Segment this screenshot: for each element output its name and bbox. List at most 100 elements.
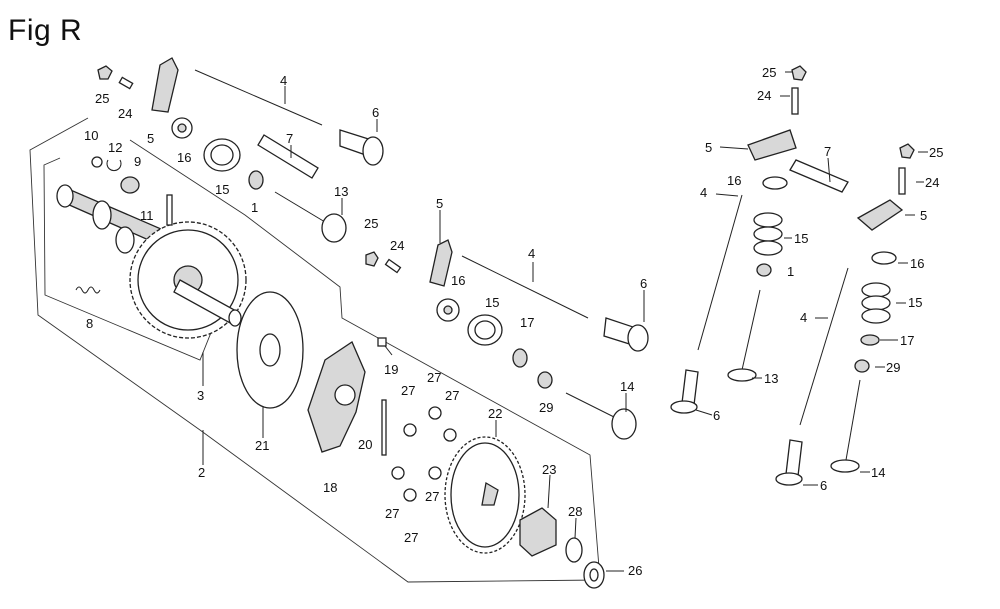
center-valve-train xyxy=(365,239,649,440)
callout-label: 18 xyxy=(323,480,337,495)
callout-label: 7 xyxy=(824,144,831,159)
callout-label: 13 xyxy=(764,371,778,386)
rocker-arm-center xyxy=(429,239,453,287)
spring-retainer-center xyxy=(436,298,460,322)
callout-label: 21 xyxy=(255,438,269,453)
spring-retainer-right-top xyxy=(762,176,788,190)
callout-label: 27 xyxy=(401,383,415,398)
callout-label: 4 xyxy=(800,310,807,325)
valve-seal-center xyxy=(512,348,528,368)
tappet-right-b xyxy=(775,439,803,486)
callout-label: 26 xyxy=(628,563,642,578)
callout-label: 20 xyxy=(358,437,372,452)
callout-label: 16 xyxy=(177,150,191,165)
valve-spring-center xyxy=(467,314,503,346)
gear-pin xyxy=(166,194,173,226)
stud-24-top-left xyxy=(118,76,134,90)
figure-title: Fig R xyxy=(8,14,83,47)
callout-label: 28 xyxy=(568,504,582,519)
callout-label: 4 xyxy=(528,246,535,261)
spring-retainer-top-left xyxy=(171,117,193,139)
leader-lines xyxy=(202,71,928,572)
right-valve-train xyxy=(670,65,915,486)
callout-label: 13 xyxy=(334,184,348,199)
small-parts-9-10-12 xyxy=(91,156,140,194)
callout-label: 6 xyxy=(372,105,379,120)
washer-28 xyxy=(565,537,583,563)
governor-shaft-20 xyxy=(381,399,387,456)
callout-label: 27 xyxy=(445,388,459,403)
callout-label: 10 xyxy=(84,128,98,143)
callout-label: 6 xyxy=(820,478,827,493)
callout-label: 2 xyxy=(198,465,205,480)
gear-hub-23 xyxy=(519,507,557,557)
governor-weight-holder xyxy=(307,341,366,453)
decompressor-spring xyxy=(75,286,101,294)
callout-label: 15 xyxy=(215,182,229,197)
stud-24-right xyxy=(898,167,906,195)
left-valve-train xyxy=(97,57,384,243)
valve-right-13 xyxy=(727,289,761,382)
callout-label: 29 xyxy=(539,400,553,415)
callout-label: 12 xyxy=(108,140,122,155)
washer-26 xyxy=(583,561,605,589)
callout-label: 23 xyxy=(542,462,556,477)
valve-cotter-right-a xyxy=(756,263,772,277)
balls-27 xyxy=(391,406,457,502)
callout-label: 16 xyxy=(727,173,741,188)
valve-cotter-right-b xyxy=(854,359,870,373)
callout-label: 17 xyxy=(520,315,534,330)
valve-right-14 xyxy=(830,379,861,473)
callout-label: 24 xyxy=(925,175,939,190)
callout-label: 24 xyxy=(118,106,132,121)
pushrod-center xyxy=(461,255,589,319)
nut-25-right xyxy=(899,143,915,159)
tappet-right-a xyxy=(670,369,699,414)
rocker-arm-right-top xyxy=(747,129,797,161)
callout-label: 5 xyxy=(147,131,154,146)
callout-label: 19 xyxy=(384,362,398,377)
valve-cotter-top-left xyxy=(248,170,264,190)
callout-label: 16 xyxy=(910,256,924,271)
callout-label: 16 xyxy=(451,273,465,288)
callout-label: 15 xyxy=(794,231,808,246)
tappet-center xyxy=(603,317,649,352)
stud-24-right-top xyxy=(791,87,799,115)
callout-label: 5 xyxy=(920,208,927,223)
callout-label: 25 xyxy=(929,145,943,160)
callout-label: 5 xyxy=(705,140,712,155)
callout-label: 29 xyxy=(886,360,900,375)
callout-label: 15 xyxy=(908,295,922,310)
pushrod-guide-top-left xyxy=(257,134,319,179)
valve-spring-right-a xyxy=(753,212,783,256)
exhaust-valve-center xyxy=(565,392,637,440)
callout-label: 5 xyxy=(436,196,443,211)
callout-label: 27 xyxy=(427,370,441,385)
callout-label: 22 xyxy=(488,406,502,421)
callout-label: 11 xyxy=(140,208,154,223)
valve-cotter-center xyxy=(537,371,553,389)
retainer-right-16 xyxy=(871,251,897,265)
cam-gear xyxy=(129,221,247,339)
pushrod-right-a xyxy=(697,194,743,351)
callout-label: 27 xyxy=(385,506,399,521)
callout-label: 25 xyxy=(762,65,776,80)
callout-label: 9 xyxy=(134,154,141,169)
rocker-arm-top-left xyxy=(151,57,179,113)
callout-label: 14 xyxy=(620,379,634,394)
camshaft-assembly xyxy=(56,156,247,339)
governor-pin-19 xyxy=(377,337,387,347)
callout-label: 24 xyxy=(757,88,771,103)
nut-25-center xyxy=(365,251,379,267)
callout-label: 15 xyxy=(485,295,499,310)
callout-label: 4 xyxy=(280,73,287,88)
intake-valve-left xyxy=(274,191,347,243)
callout-label: 7 xyxy=(286,131,293,146)
callout-label: 27 xyxy=(425,489,439,504)
nut-25-top-left xyxy=(97,65,113,80)
callout-label: 8 xyxy=(86,316,93,331)
callout-label: 14 xyxy=(871,465,885,480)
governor-disc xyxy=(236,291,304,409)
